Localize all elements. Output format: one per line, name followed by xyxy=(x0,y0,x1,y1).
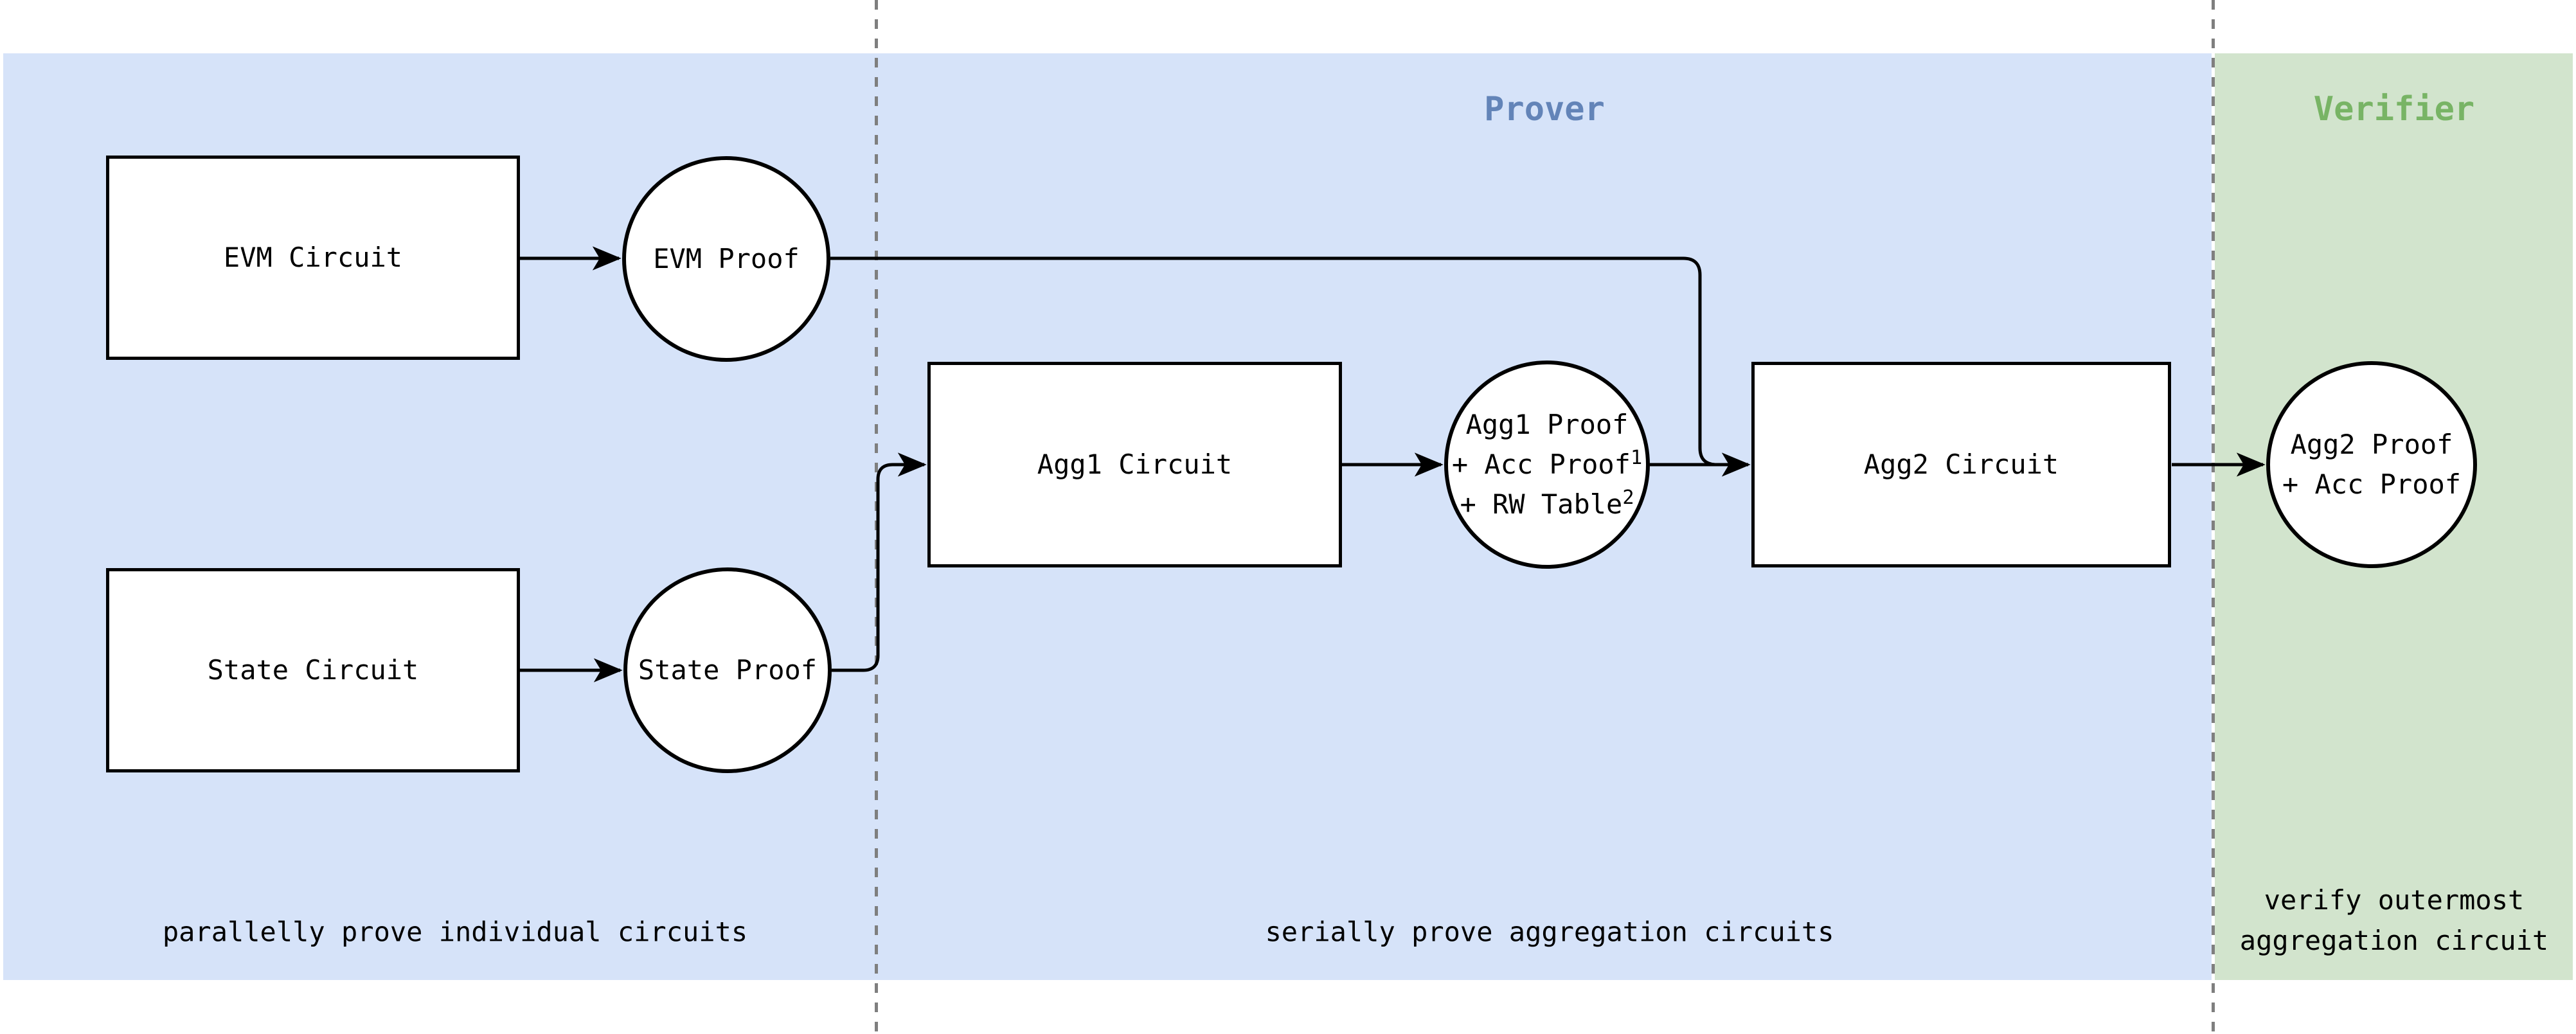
node-agg2-proof: Agg2 Proof + Acc Proof xyxy=(2266,361,2477,568)
node-agg1-proof-label-line: + Acc Proof1 xyxy=(1451,447,1643,480)
caption-parallel-prove: parallelly prove individual circuits xyxy=(162,916,748,948)
node-evm-proof: EVM Proof xyxy=(622,156,830,362)
node-agg1-circuit: Agg1 Circuit xyxy=(927,362,1342,567)
node-state-proof: State Proof xyxy=(623,567,832,773)
caption-verify-line1: verify outermost xyxy=(2264,884,2525,916)
node-agg2-circuit: Agg2 Circuit xyxy=(1751,362,2171,567)
footnote-sup: 1 xyxy=(1630,447,1643,469)
node-agg1-circuit-label: Agg1 Circuit xyxy=(1037,449,1233,480)
verifier-region-title: Verifier xyxy=(2313,90,2475,129)
node-agg2-circuit-label: Agg2 Circuit xyxy=(1863,449,2059,480)
node-state-circuit: State Circuit xyxy=(106,568,520,772)
node-agg2-proof-label-line: + Acc Proof xyxy=(2282,468,2462,500)
footnote-sup: 2 xyxy=(1622,486,1634,509)
node-evm-circuit-label: EVM Circuit xyxy=(223,242,403,273)
prover-region-title: Prover xyxy=(1484,90,1605,129)
node-evm-proof-label: EVM Proof xyxy=(653,243,800,274)
node-state-proof-label: State Proof xyxy=(638,654,818,686)
node-state-circuit-label: State Circuit xyxy=(207,654,419,686)
node-agg2-proof-label-line: Agg2 Proof xyxy=(2290,429,2453,460)
node-agg1-proof-label-line: Agg1 Proof xyxy=(1465,409,1629,440)
node-agg1-proof: Agg1 Proof + Acc Proof1 + RW Table2 xyxy=(1444,361,1650,569)
caption-verify-line2: aggregation circuit xyxy=(2239,925,2549,956)
node-agg1-proof-label-line: + RW Table2 xyxy=(1460,486,1634,520)
caption-verify-outermost: verify outermost aggregation circuit xyxy=(2240,880,2548,961)
edge-state-proof-to-agg1-circuit xyxy=(832,452,927,672)
node-evm-circuit: EVM Circuit xyxy=(106,156,520,360)
caption-serially-prove: serially prove aggregation circuits xyxy=(1265,916,1834,948)
